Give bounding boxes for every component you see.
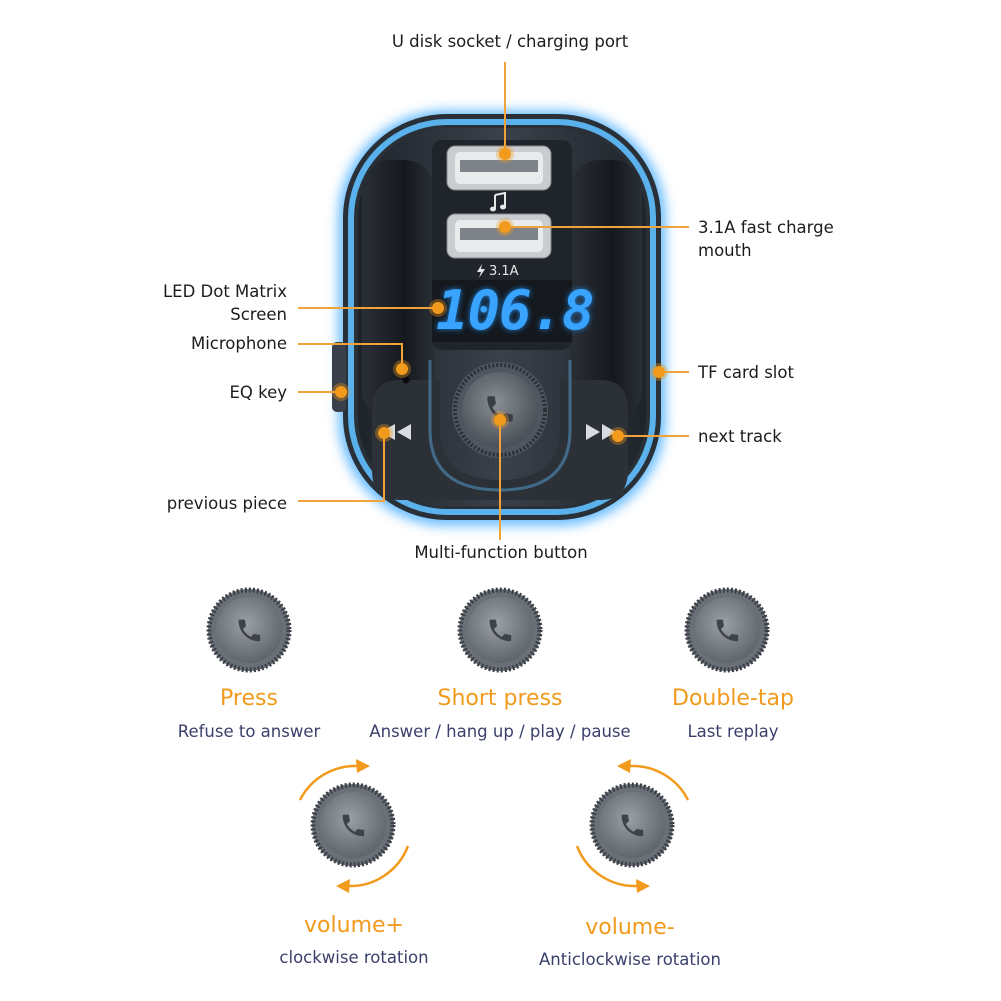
callout-dot-u-disk: [499, 148, 511, 160]
label-next-track: next track: [698, 427, 782, 446]
callout-line-microphone: [298, 343, 402, 345]
anticlockwise-arrow-head-1: [617, 759, 631, 773]
label-led-2: Screen: [230, 305, 287, 324]
lightning-icon: [477, 264, 485, 278]
label-fast-charge-1: 3.1A fast charge: [698, 218, 834, 237]
music-note-icon: [490, 192, 506, 212]
callout-line-led: [298, 307, 438, 309]
volume-down-knob: [591, 784, 673, 866]
func-desc-double-tap: Last replay: [687, 722, 779, 741]
label-tf-slot: TF card slot: [698, 363, 794, 382]
callout-dot-eq: [335, 386, 347, 398]
callout-dot-prev: [378, 427, 390, 439]
clockwise-arrow-head-1: [356, 759, 370, 773]
clockwise-arrow-head-2: [336, 879, 350, 893]
callout-dot-tf: [653, 366, 665, 378]
short-press-knob: [459, 589, 541, 671]
callout-line-next: [618, 435, 689, 437]
callout-dot-fast-charge: [499, 221, 511, 233]
label-led-1: LED Dot Matrix: [162, 282, 287, 301]
port-power-label: 3.1A: [476, 262, 519, 280]
label-microphone: Microphone: [190, 334, 287, 353]
callout-line-tf: [659, 371, 689, 373]
phone-icon: [487, 396, 513, 422]
double-tap-knob: [686, 589, 768, 671]
volume-up-knob: [312, 784, 394, 866]
callout-line-microphone-v: [401, 343, 403, 369]
label-previous-piece: previous piece: [166, 494, 287, 513]
callout-line-eq: [298, 391, 338, 393]
func-desc-press: Refuse to answer: [177, 722, 321, 741]
func-desc-volume-up: clockwise rotation: [279, 948, 429, 967]
callout-line-prev-v: [383, 433, 385, 501]
anticlockwise-arrow-head-2: [636, 879, 650, 893]
anticlockwise-arrows: [575, 764, 690, 888]
clockwise-arrows: [298, 764, 410, 888]
callout-line-u-disk: [504, 62, 506, 154]
callout-line-prev-h: [298, 500, 385, 502]
func-title-double-tap: Double-tap: [672, 686, 794, 711]
port-power-text: 3.1A: [489, 263, 519, 279]
press-knob: [208, 589, 290, 671]
fast-forward-icon[interactable]: [582, 422, 622, 442]
func-desc-volume-down: Anticlockwise rotation: [539, 950, 721, 969]
func-desc-short-press: Answer / hang up / play / pause: [369, 722, 631, 741]
label-multi-function: Multi-function button: [414, 543, 588, 562]
label-eq-key: EQ key: [229, 383, 287, 402]
callout-line-fast-charge: [505, 226, 689, 228]
callout-dot-multi: [494, 414, 506, 426]
callout-line-multi: [499, 420, 501, 540]
func-title-short-press: Short press: [437, 686, 563, 711]
func-title-volume-up: volume+: [304, 913, 404, 938]
label-fast-charge-2: mouth: [698, 241, 752, 260]
callout-dot-next: [612, 430, 624, 442]
label-u-disk: U disk socket / charging port: [391, 32, 629, 51]
func-title-volume-down: volume-: [585, 915, 675, 940]
callout-dot-microphone: [396, 363, 408, 375]
callout-dot-led: [432, 302, 444, 314]
func-title-press: Press: [220, 686, 278, 711]
